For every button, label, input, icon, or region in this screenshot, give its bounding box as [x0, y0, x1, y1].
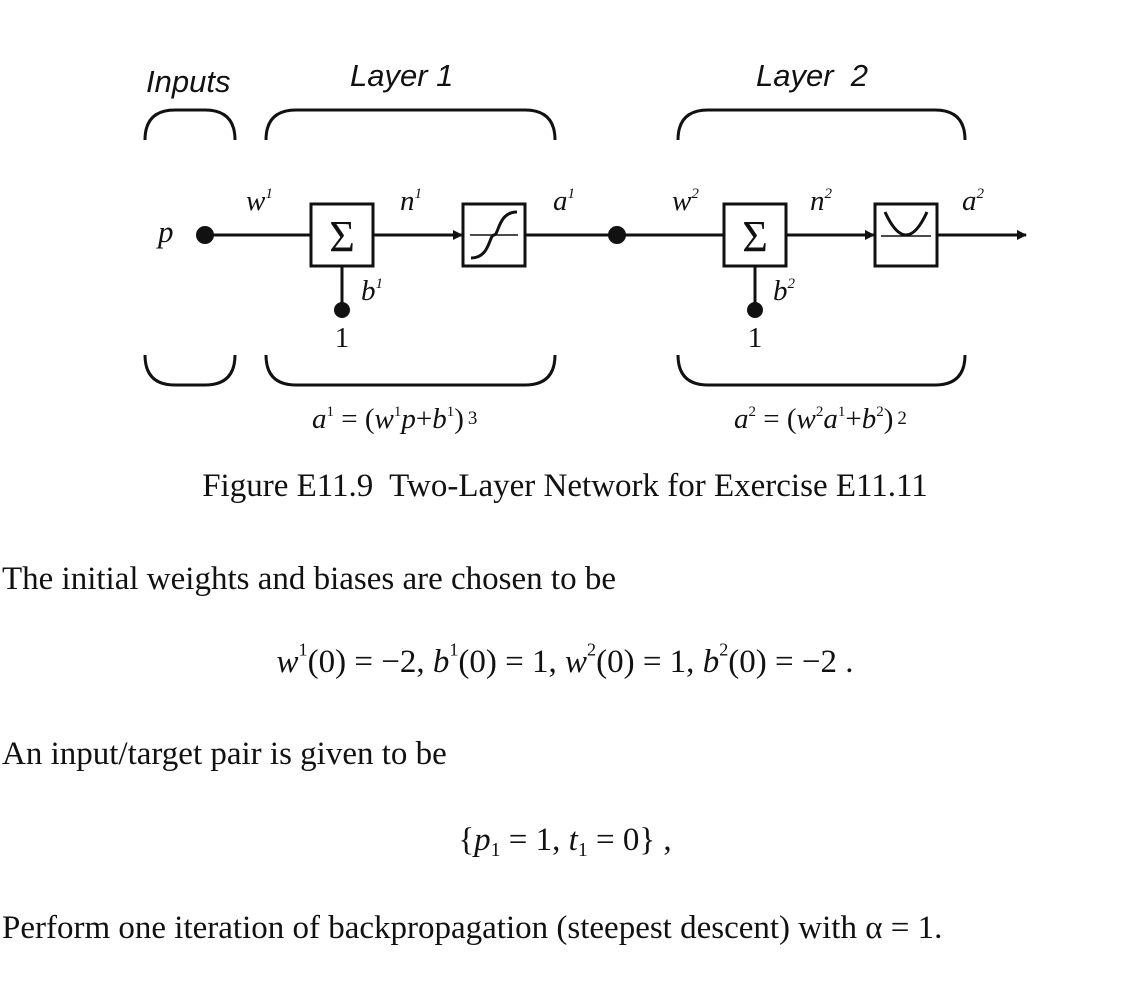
paragraph-input-target: An input/target pair is given to be: [2, 736, 447, 772]
n1-label: n1: [400, 185, 422, 217]
p-value: = 1,: [500, 822, 569, 858]
b1-symbol: b: [432, 644, 450, 680]
n2-label: n2: [810, 185, 833, 217]
bias-node-1: [334, 302, 350, 318]
inputs-label: Inputs: [146, 64, 230, 99]
sum-symbol-2: Σ: [742, 212, 768, 261]
input-p-label: p: [156, 214, 174, 249]
layer1-label: Layer 1: [350, 58, 453, 93]
b2-value: (0) = −2 .: [728, 644, 854, 680]
input-target-equation: {p1 = 1, t1 = 0} ,: [0, 822, 1130, 861]
w1-superscript: 1: [298, 639, 308, 660]
w2-value: (0) = 1,: [596, 644, 703, 680]
figure-caption: Figure E11.9 Two-Layer Network for Exerc…: [202, 468, 928, 504]
t-value: = 0} ,: [587, 822, 672, 858]
w2-symbol: w: [565, 644, 588, 680]
sum-symbol-1: Σ: [329, 212, 355, 261]
bias-one-2: 1: [748, 322, 763, 354]
b1-label: b1: [361, 275, 383, 307]
b2-superscript: 2: [719, 639, 729, 660]
b1-superscript: 1: [449, 639, 459, 660]
network-diagram: Inputs Layer 1 Layer 2 p w1 Σ 1 b1 n1 a1…: [143, 58, 1027, 435]
t-subscript: 1: [577, 838, 588, 861]
a1-label: a1: [553, 185, 575, 217]
p-symbol: p: [474, 822, 491, 858]
t-symbol: t: [568, 822, 578, 858]
layer2-equation: a2 = (w2a1+b2)2: [734, 403, 907, 435]
w2-superscript: 2: [587, 639, 597, 660]
b2-label: b2: [773, 275, 796, 307]
b1-value: (0) = 1,: [458, 644, 565, 680]
bias-node-2: [747, 302, 763, 318]
parabola-curve-icon: [883, 211, 929, 237]
inputs-bottom-bracket: [143, 354, 237, 387]
a2-label: a2: [962, 185, 985, 217]
initial-values-equation: w1(0) = −2, b1(0) = 1, w2(0) = 1, b2(0) …: [0, 641, 1130, 681]
cubic-curve-icon: [470, 210, 518, 260]
inputs-top-bracket: [143, 108, 237, 141]
layer1-equation: a1 = (w1p+b1)3: [312, 403, 477, 435]
bias-one-1: 1: [335, 322, 350, 354]
w1-label: w1: [246, 185, 273, 217]
paragraph-instruction: Perform one iteration of backpropagation…: [2, 910, 943, 946]
layer2-label: Layer 2: [756, 58, 868, 93]
w1-symbol: w: [276, 644, 299, 680]
layer2-top-bracket: [676, 108, 967, 141]
layer1-bottom-bracket: [264, 354, 557, 387]
w1-value: (0) = −2,: [307, 644, 433, 680]
paragraph-initial-weights: The initial weights and biases are chose…: [2, 561, 616, 597]
open-brace: {: [458, 822, 475, 858]
w2-label: w2: [672, 185, 699, 217]
p-subscript: 1: [490, 838, 501, 861]
layer2-bottom-bracket: [676, 354, 967, 387]
layer1-top-bracket: [264, 108, 557, 141]
b2-symbol: b: [702, 644, 720, 680]
